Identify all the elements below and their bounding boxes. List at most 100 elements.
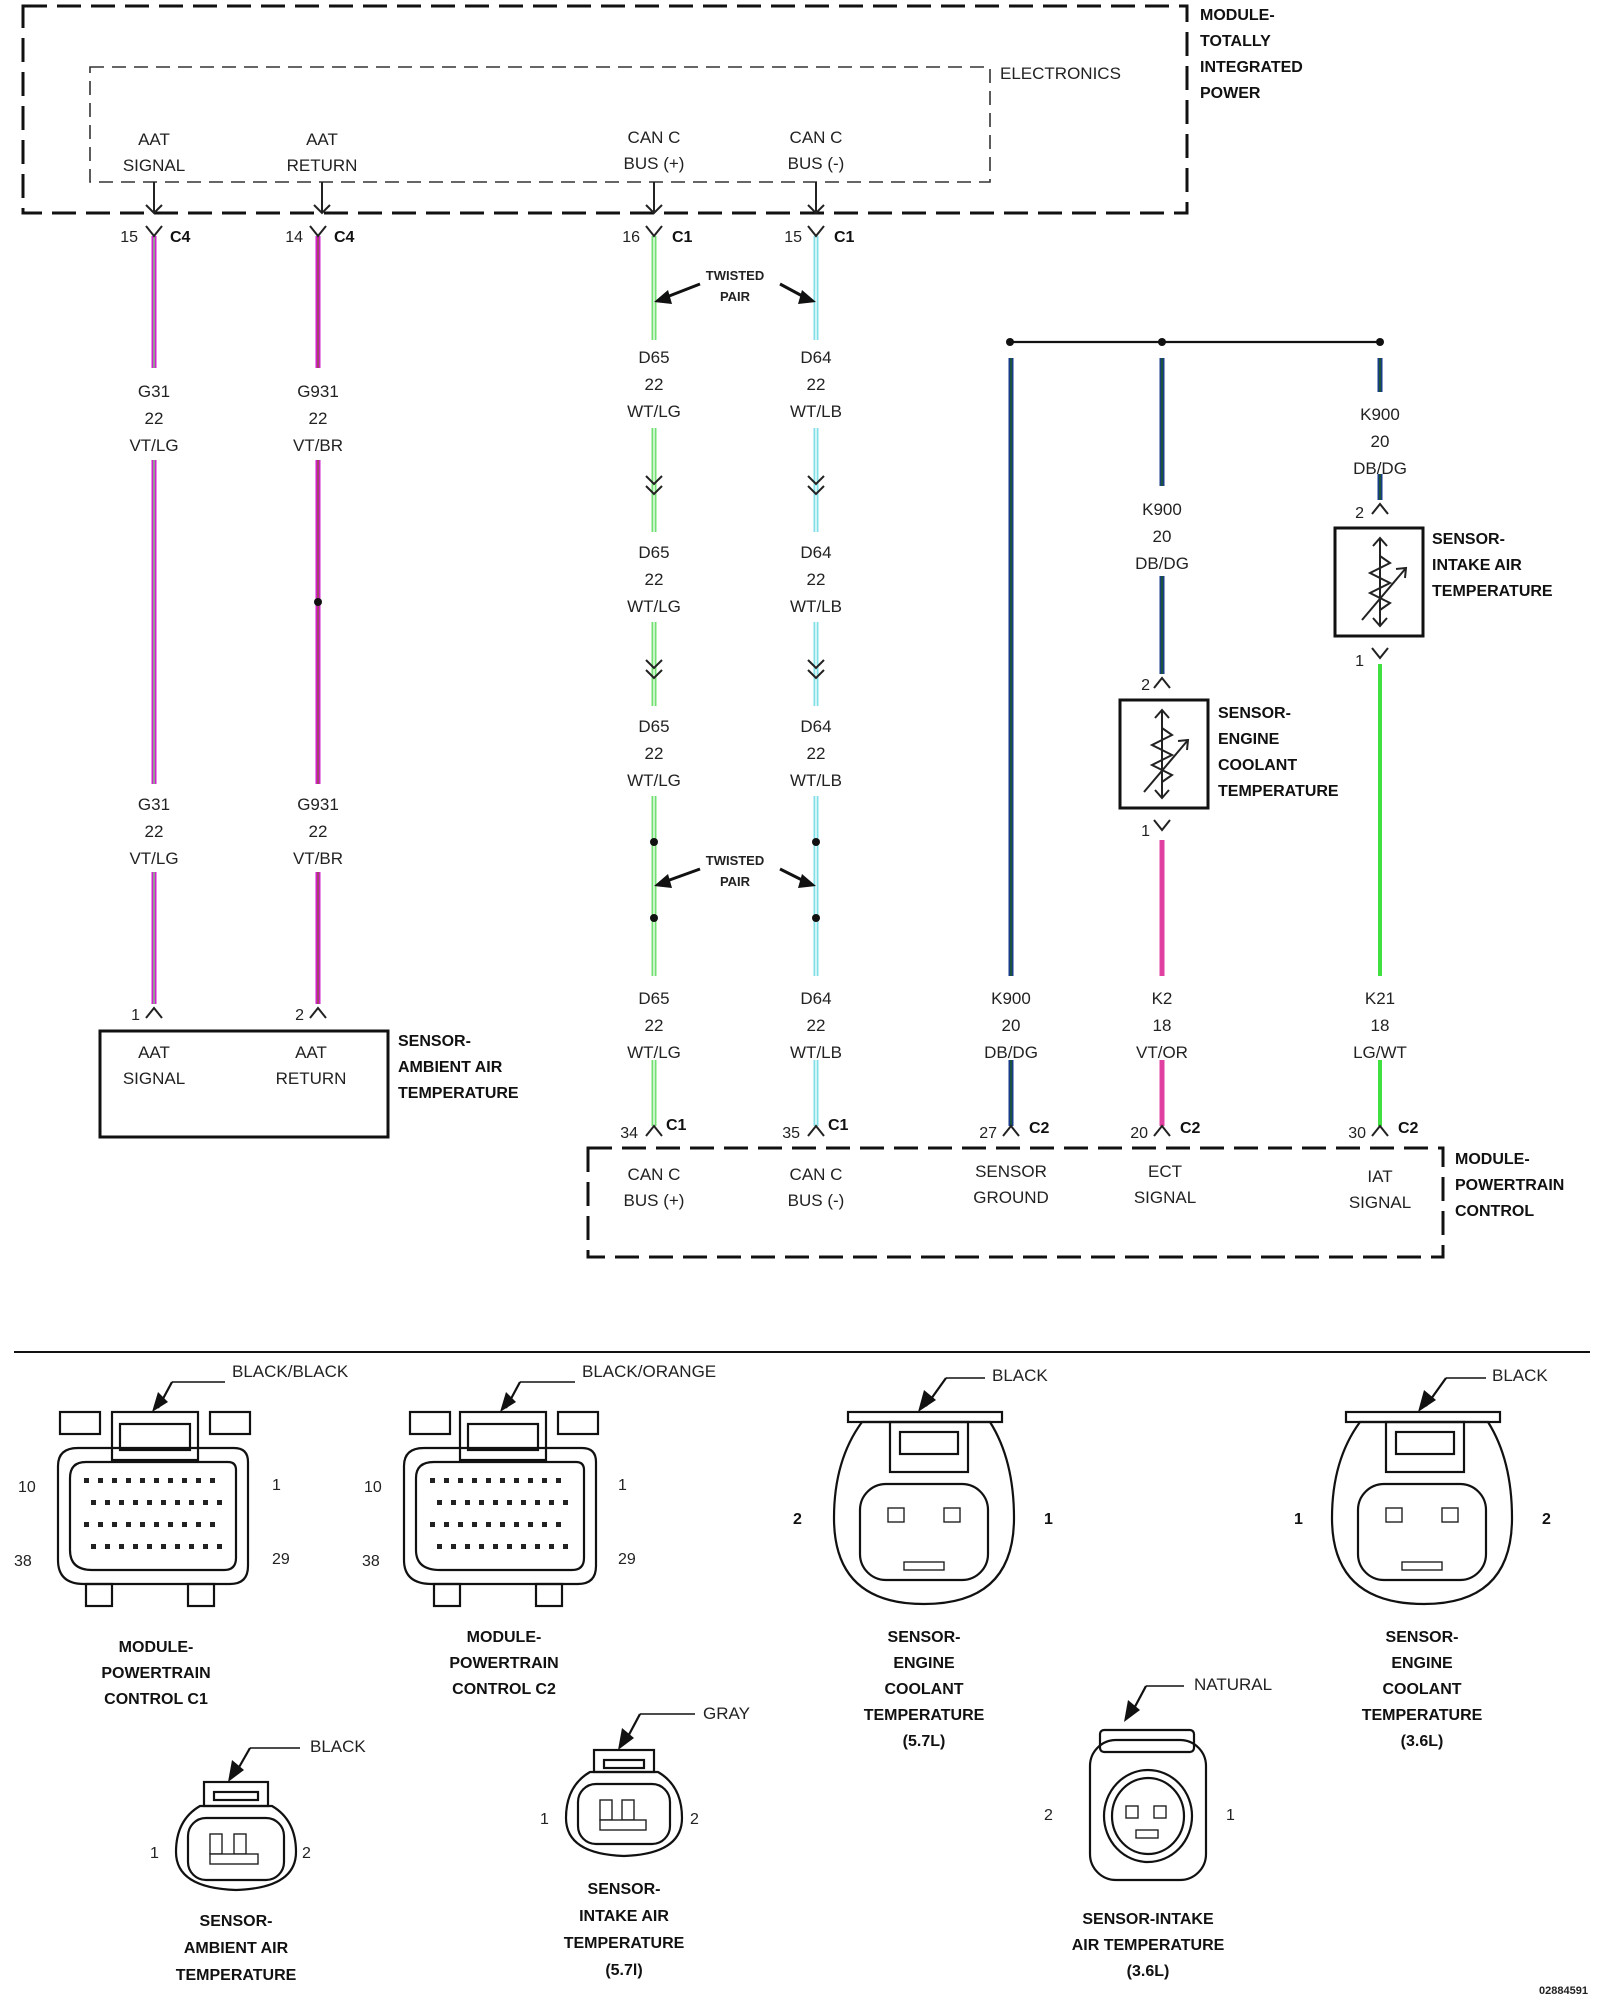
ref-w2-pin: 14 [285, 229, 303, 246]
pcm-c1-color: BLACK/BLACK [232, 1362, 349, 1381]
connector-pin-cavity [444, 1522, 449, 1527]
connector-pin-cavity [535, 1544, 540, 1549]
connector-pin-cavity [105, 1544, 110, 1549]
connector-pin-cavity [521, 1544, 526, 1549]
ref-w7-bottom-pin: 30 [1348, 1125, 1366, 1142]
connector-pin-cavity [168, 1478, 173, 1483]
pcm-c1-pin-10: 10 [18, 1479, 36, 1496]
ref-w4-bottom-conn: C1 [828, 1117, 849, 1134]
iat-36-color: NATURAL [1194, 1675, 1272, 1694]
electronics-label: ELECTRONICS [1000, 64, 1121, 83]
ect-57-pin-2: 2 [793, 1511, 802, 1528]
connector-pin-cavity [437, 1500, 442, 1505]
connector-pin-cavity [189, 1544, 194, 1549]
connector-pin-cavity [112, 1522, 117, 1527]
connector-pin-cavity [133, 1500, 138, 1505]
connector-pin-cavity [563, 1544, 568, 1549]
connector-pin-cavity [105, 1500, 110, 1505]
connector-pin-cavity [444, 1478, 449, 1483]
ref-w1-conn: C4 [170, 229, 191, 246]
iat-pin-1: 1 [1355, 653, 1364, 670]
wire-d65 [650, 236, 658, 1126]
pcm-c2-color: BLACK/ORANGE [582, 1362, 716, 1381]
connector-pin-cavity [514, 1522, 519, 1527]
connector-pin-cavity [479, 1544, 484, 1549]
connector-pin-cavity [84, 1522, 89, 1527]
connector-pin-cavity [472, 1522, 477, 1527]
connector-pin-cavity [563, 1500, 568, 1505]
connector-pin-cavity [549, 1500, 554, 1505]
connector-pin-cavity [203, 1500, 208, 1505]
connector-pin-cavity [507, 1544, 512, 1549]
ref-w5-bottom-conn: C2 [1029, 1120, 1050, 1137]
iat-57-pin-2: 2 [690, 1811, 699, 1828]
connector-pin-cavity [465, 1500, 470, 1505]
connector-pin-cavity [521, 1500, 526, 1505]
connector-pin-cavity [189, 1500, 194, 1505]
connector-pin-cavity [147, 1544, 152, 1549]
connector-pin-cavity [154, 1522, 159, 1527]
connector-pin-cavity [556, 1478, 561, 1483]
connector-pin-cavity [161, 1544, 166, 1549]
ect-57-pin-1: 1 [1044, 1511, 1053, 1528]
ect-36-pin-1: 1 [1294, 1511, 1303, 1528]
pcm-c1-pin-38: 38 [14, 1553, 32, 1570]
connector-pin-cavity [528, 1522, 533, 1527]
connector-pin-cavity [112, 1478, 117, 1483]
connector-pin-cavity [465, 1544, 470, 1549]
connector-pin-cavity [133, 1544, 138, 1549]
ect-36-pin-2: 2 [1542, 1511, 1551, 1528]
connector-pin-cavity [430, 1478, 435, 1483]
connector-pin-cavity [217, 1544, 222, 1549]
pcm-c2-pin-1: 1 [618, 1477, 627, 1494]
aat-conn-color: BLACK [310, 1737, 366, 1756]
tipm-connector-refs: 15 C4 14 C4 16 C1 15 C1 [120, 225, 855, 246]
tipm-pin-arrows [145, 182, 825, 215]
connector-pin-cavity [493, 1544, 498, 1549]
aat-conn-pin-1: 1 [150, 1845, 159, 1862]
connector-pin-cavity [514, 1478, 519, 1483]
wire-g931 [314, 236, 322, 1004]
ref-w4-conn: C1 [834, 229, 855, 246]
iat-36-pin-2: 2 [1044, 1807, 1053, 1824]
ref-w2-conn: C4 [334, 229, 355, 246]
connector-pin-cavity [98, 1522, 103, 1527]
pcm-c2-pin-10: 10 [364, 1479, 382, 1496]
aat-pin-2: 2 [295, 1007, 304, 1024]
connector-pin-cavity [210, 1522, 215, 1527]
connector-pin-cavity [119, 1500, 124, 1505]
ref-w3-bottom-pin: 34 [620, 1125, 638, 1142]
pcm-c1-pin-grid [84, 1478, 222, 1549]
connector-pin-cavity [430, 1522, 435, 1527]
connector-pin-cavity [84, 1478, 89, 1483]
ref-w3-pin: 16 [622, 229, 640, 246]
connector-pin-cavity [196, 1478, 201, 1483]
doc-number: 02884591 [1539, 1985, 1588, 1997]
connector-pin-cavity [98, 1478, 103, 1483]
